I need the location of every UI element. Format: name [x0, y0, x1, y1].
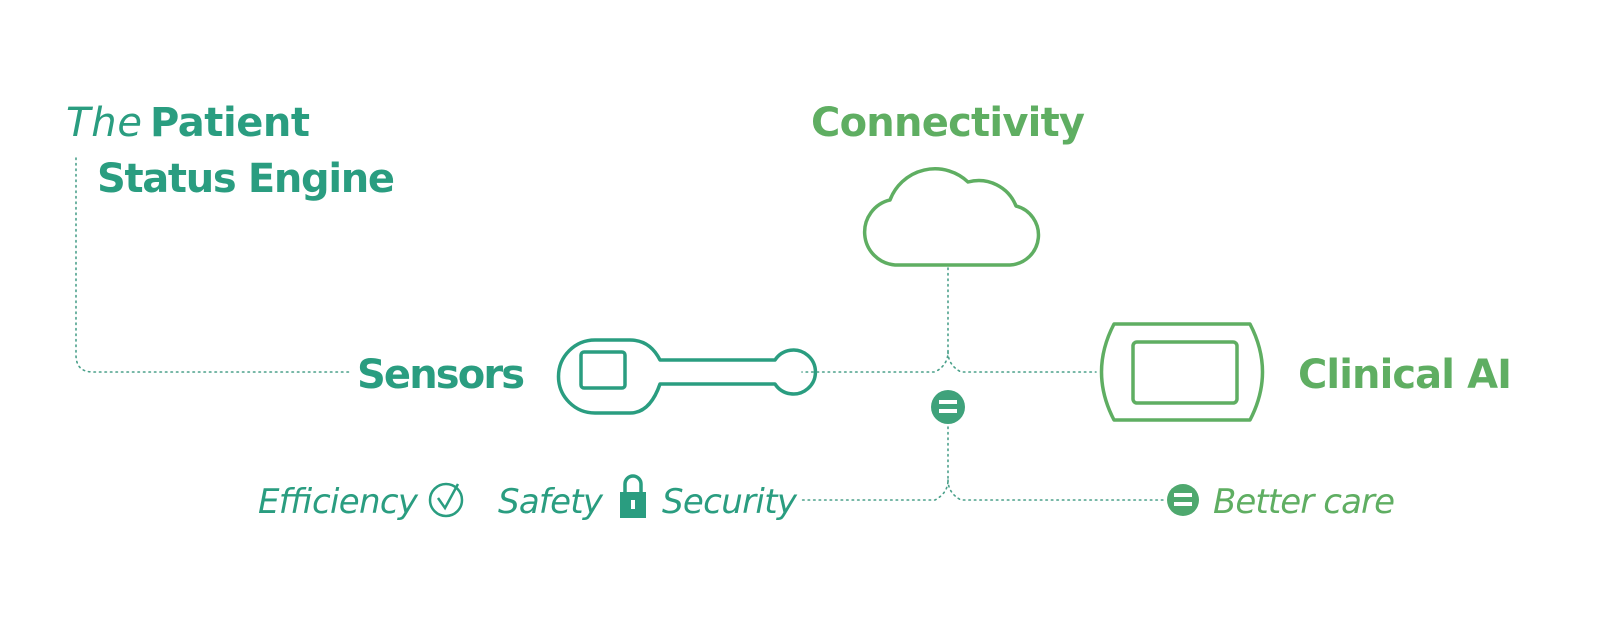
security-label: Security — [662, 482, 798, 522]
title-connector-line — [75, 157, 351, 373]
sensors-label: Sensors — [357, 352, 525, 398]
cloud-to-clinical-ai-line — [947, 351, 1097, 373]
equals-icon — [931, 390, 965, 424]
better-care-equals-icon — [1167, 484, 1199, 516]
title-line1: Patient — [150, 100, 310, 146]
efficiency-label: Efficiency — [258, 482, 419, 522]
safety-label: Safety — [498, 482, 604, 522]
lock-icon — [620, 474, 646, 518]
check-circle-icon — [428, 482, 464, 518]
connectivity-label: Connectivity — [811, 100, 1085, 146]
title-line2: Status Engine — [97, 156, 395, 202]
better-care-label: Better care — [1213, 482, 1395, 522]
result-to-security-line — [801, 426, 949, 501]
title-prefix: The — [66, 100, 142, 146]
clinical-ai-device-icon — [1099, 322, 1265, 422]
sensor-device-icon — [556, 338, 818, 415]
clinical-ai-label: Clinical AI — [1298, 352, 1512, 398]
result-to-better-care-line — [947, 479, 1166, 501]
cloud-icon — [862, 167, 1041, 267]
cloud-to-sensors-line — [801, 267, 949, 373]
